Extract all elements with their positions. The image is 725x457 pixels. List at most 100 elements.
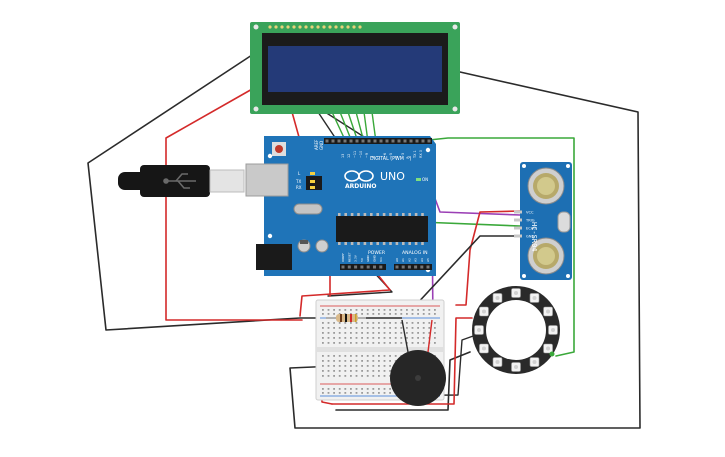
bb-hole <box>366 309 369 311</box>
power-jack <box>256 244 292 270</box>
bb-hole <box>327 355 330 357</box>
bb-hole <box>372 388 375 390</box>
analog-pin-label: A1 <box>401 258 405 262</box>
bb-hole <box>394 360 397 362</box>
header-pin <box>385 139 389 143</box>
bb-hole <box>361 388 363 390</box>
bb-hole <box>383 332 386 334</box>
bb-hole <box>327 388 330 390</box>
bb-hole <box>434 332 436 334</box>
bb-hole <box>389 392 391 394</box>
bb-hole <box>322 360 324 362</box>
bb-hole <box>366 327 369 329</box>
header-pin <box>367 139 371 143</box>
chip-leg <box>421 242 424 245</box>
bb-hole <box>411 342 414 344</box>
bb-hole <box>322 313 324 315</box>
chip-leg <box>395 242 399 245</box>
bb-hole <box>434 313 436 315</box>
bb-hole <box>417 337 419 339</box>
sensor-pin-label: VCC <box>526 211 534 215</box>
header-pin <box>401 265 405 269</box>
arduino-mount-hole <box>267 153 273 159</box>
bb-hole <box>344 375 347 377</box>
header-pin <box>409 139 413 143</box>
bb-hole <box>333 375 335 377</box>
bb-hole <box>350 337 352 339</box>
bb-hole <box>400 337 403 339</box>
bb-hole <box>434 342 436 344</box>
lcd-pin <box>274 25 278 29</box>
header-pin <box>414 265 418 269</box>
power-pin-label: IOREF <box>341 253 345 262</box>
wire-green-sensor-top <box>409 137 575 357</box>
bb-hole <box>417 313 419 315</box>
power-pin-label: 5V <box>360 257 364 262</box>
header-pin <box>379 265 383 269</box>
header-pin <box>373 265 376 269</box>
bb-hole <box>389 370 391 372</box>
chip-leg <box>344 213 347 216</box>
arduino-model: UNO <box>380 170 405 183</box>
header-pin <box>366 265 370 269</box>
bb-hole <box>378 392 380 394</box>
ring-led <box>492 293 503 303</box>
bb-hole <box>378 365 380 367</box>
bb-hole <box>338 322 341 324</box>
lcd-mount-hole <box>452 106 458 112</box>
bb-hole <box>411 309 414 311</box>
chip-leg <box>338 213 341 216</box>
lcd-display <box>250 22 460 114</box>
bb-hole <box>350 392 352 394</box>
header-pin <box>420 265 424 269</box>
bb-hole <box>389 327 391 329</box>
digital-pin-label: 7 <box>377 156 381 158</box>
atmega-chip <box>336 216 428 242</box>
digital-pin-label: ~11 <box>353 151 357 158</box>
sensor-pin-label: GND <box>526 235 534 239</box>
bb-hole <box>344 309 347 311</box>
bb-hole <box>372 392 375 394</box>
bb-hole <box>389 309 391 311</box>
wire-red-sensor <box>455 210 521 306</box>
analog-label: ANALOG IN <box>402 250 428 256</box>
bb-hole <box>378 375 380 377</box>
bb-hole <box>322 309 324 311</box>
bb-hole <box>322 327 324 329</box>
wire-red-5v <box>299 269 391 317</box>
bb-hole <box>389 360 391 362</box>
bb-hole <box>366 332 369 334</box>
usb-cable <box>118 165 245 197</box>
chip-leg <box>382 213 386 216</box>
header-pin <box>349 139 353 143</box>
chip-leg <box>363 242 367 245</box>
bb-hole <box>355 313 358 315</box>
bb-hole <box>361 370 363 372</box>
bb-hole <box>411 332 414 334</box>
analog-pin-header <box>394 264 432 270</box>
header-pin <box>415 139 419 143</box>
rx-led <box>310 186 315 189</box>
lcd-mount-hole <box>253 106 259 112</box>
bb-hole <box>366 322 369 324</box>
bb-hole <box>327 322 330 324</box>
bb-hole <box>344 337 347 339</box>
ring-led <box>529 357 540 367</box>
bb-hole <box>366 388 369 390</box>
bb-hole <box>372 370 375 372</box>
chip-leg <box>414 242 418 245</box>
bb-hole <box>355 322 358 324</box>
digital-pin-label: RX 0 <box>419 150 423 158</box>
bb-hole <box>350 355 352 357</box>
ring-leds <box>474 288 558 372</box>
capacitor-cap <box>300 240 308 244</box>
sensor-pin-label: ECHO <box>526 227 536 231</box>
bb-hole <box>378 388 380 390</box>
ring-center <box>486 300 546 360</box>
bb-hole <box>383 313 386 315</box>
usb-plug-icon <box>163 173 196 189</box>
bb-hole <box>383 355 386 357</box>
bb-hole <box>422 327 425 329</box>
bb-hole <box>361 337 363 339</box>
bb-hole <box>350 322 352 324</box>
